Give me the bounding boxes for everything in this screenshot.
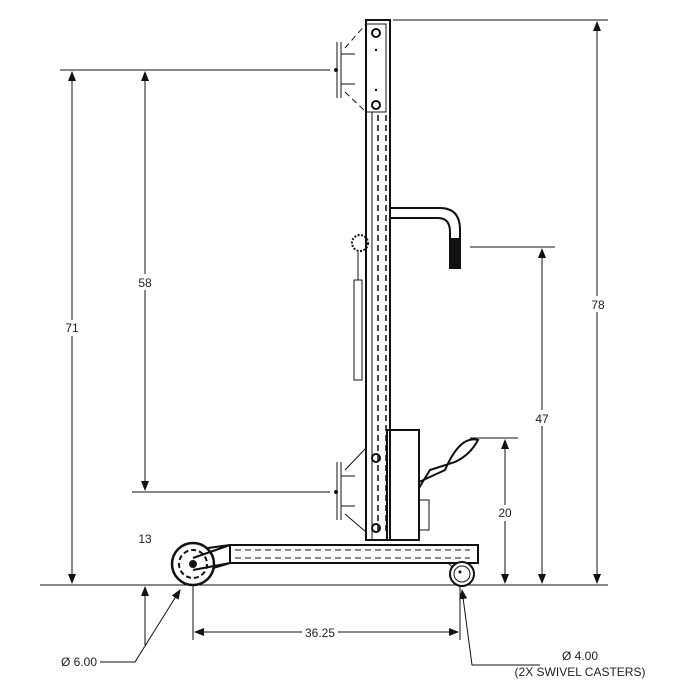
swivel-caster <box>447 561 475 587</box>
dim-label-mast-height: 71 <box>65 321 79 335</box>
dim-label-overall-height: 78 <box>591 298 605 312</box>
dim-label-rear-wheel-diameter: Ø 6.00 <box>61 655 97 669</box>
fork-lowered <box>334 447 381 533</box>
pump-and-pedal <box>386 429 480 541</box>
foot-pedal[interactable] <box>418 438 480 489</box>
winch <box>351 234 369 381</box>
dim-label-caster-note: (2X SWIVEL CASTERS) <box>515 665 646 679</box>
dim-label-pedal-height: 20 <box>498 506 512 520</box>
dim-label-caster-diameter: Ø 4.00 <box>562 649 598 663</box>
dim-label-min-fork-height: 13 <box>138 532 152 546</box>
dim-label-handle-height: 47 <box>535 412 549 426</box>
fork-raised <box>334 23 367 113</box>
dim-label-lift-travel: 58 <box>138 276 152 290</box>
base-frame <box>188 544 479 574</box>
leader-caster <box>459 589 540 666</box>
dim-label-wheelbase: 36.25 <box>305 626 335 640</box>
leader-rear-wheel <box>100 589 181 663</box>
rear-wheel <box>170 541 231 587</box>
mast <box>365 19 391 541</box>
handle[interactable] <box>390 207 461 269</box>
